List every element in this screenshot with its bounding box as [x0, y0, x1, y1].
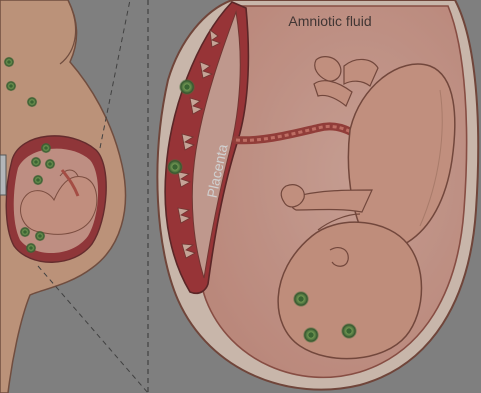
dim-overlay [0, 0, 481, 393]
fetal-development-diagram: Placenta [0, 0, 481, 393]
diagram-canvas: Placenta [0, 0, 481, 393]
